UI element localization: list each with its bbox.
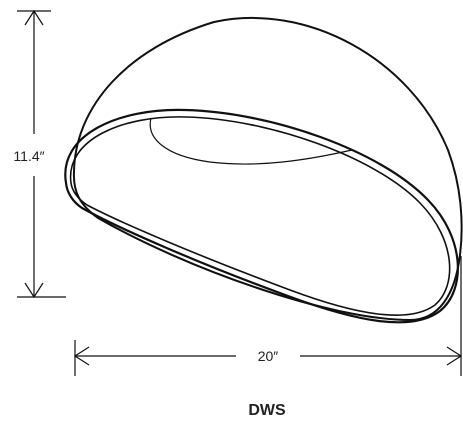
width-arrow-right [446,346,463,366]
width-dimension-label: 20″ [258,348,279,364]
width-arrow-left [73,346,90,366]
dome-fixture [64,17,463,324]
dome-outer-shell [72,17,463,321]
height-arrow-bottom [24,282,44,299]
product-label: DWS [248,402,286,419]
height-arrow-top [24,9,44,26]
width-dimension [73,256,463,376]
dome-rim-inner [69,116,451,316]
dome-rim-outer [64,108,459,324]
height-dimension [17,9,66,299]
dome-inner-shadow-arc [149,117,353,165]
height-dimension-label: 11.4″ [13,148,44,164]
